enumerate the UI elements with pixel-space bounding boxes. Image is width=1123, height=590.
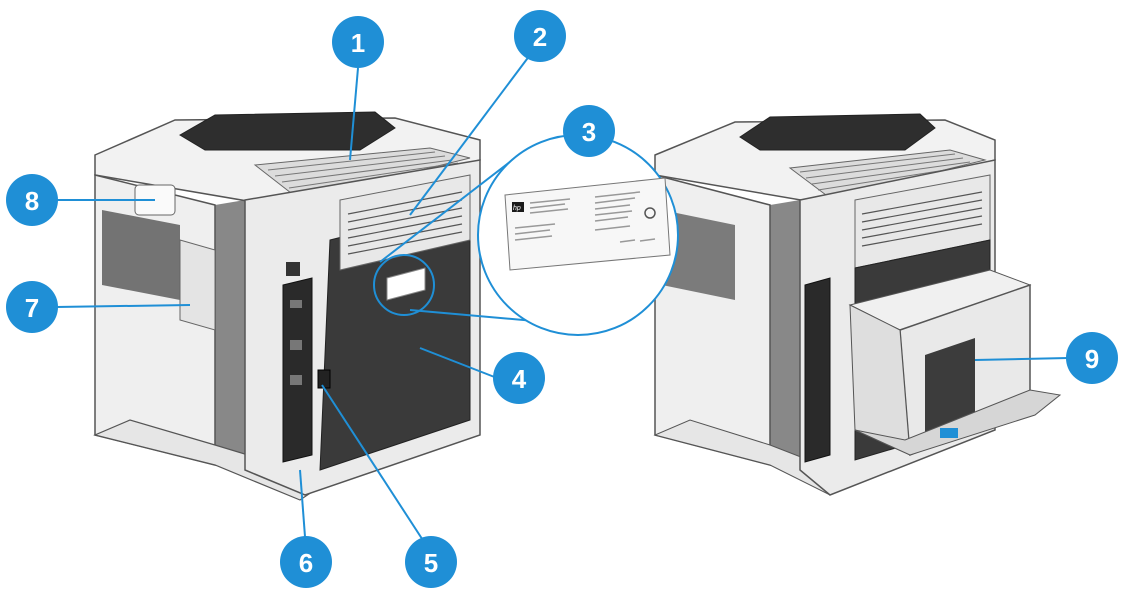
leader-7 [55,304,191,308]
right-printer [653,113,1062,496]
leader-5 [321,384,429,549]
callout-4-number: 4 [512,364,527,394]
callout-7-number: 7 [25,293,39,323]
left-output-bin [179,111,396,151]
callout-3-number: 3 [582,117,596,147]
left-rear-vent [339,174,471,271]
duplex-latch [940,428,958,438]
right-output-bin [739,113,936,151]
leader-lines [55,54,1069,551]
leader-9 [974,357,1069,361]
callout-6-number: 6 [299,548,313,578]
leader-2 [409,54,531,216]
right-formatter-panel [804,277,831,463]
callout-9: 9 [1066,332,1118,384]
callout-3: 3 [563,105,615,157]
callout-5-number: 5 [424,548,438,578]
left-top-vent-slots [267,151,459,189]
left-formatter-ports [290,300,302,385]
label-zoom-line-top [379,157,516,263]
callouts: 1 2 3 4 5 6 7 8 [6,10,1118,588]
callout-7: 7 [6,281,58,333]
left-side-vent [102,210,180,300]
callout-2-number: 2 [533,22,547,52]
label-zoom-text-lines [514,191,656,243]
leader-1 [349,67,359,161]
label-zoom-source-ring [373,254,435,316]
label-zoom-logo: hp [513,205,521,212]
left-rear-small-vent [286,262,300,276]
left-power-connector [317,369,331,389]
callout-8: 8 [6,174,58,226]
left-corner-vent [215,200,245,470]
right-top-vent [788,149,987,199]
left-side-door [179,239,216,331]
label-zoom-logo-box [512,202,524,212]
callout-1: 1 [332,16,384,68]
left-rear-label [386,267,426,301]
label-zoom: hp [373,134,679,336]
left-formatter-panel [282,277,313,463]
callout-6: 6 [280,536,332,588]
label-zoom-ce-mark [644,207,656,219]
callout-8-number: 8 [25,186,39,216]
left-rear-vent-slots [347,191,463,255]
leader-4 [419,347,498,379]
callout-9-number: 9 [1085,344,1099,374]
duplex-base-tray [854,389,1062,456]
callout-4: 4 [493,352,545,404]
right-rear-vent-slots [861,191,983,247]
callout-1-number: 1 [351,28,365,58]
duplex-vent [925,338,975,432]
callout-2: 2 [514,10,566,62]
right-corner-vent [770,200,800,470]
callout-5: 5 [405,536,457,588]
left-top-vent [253,147,471,201]
left-printer [93,111,481,501]
right-side-vent [662,210,735,300]
